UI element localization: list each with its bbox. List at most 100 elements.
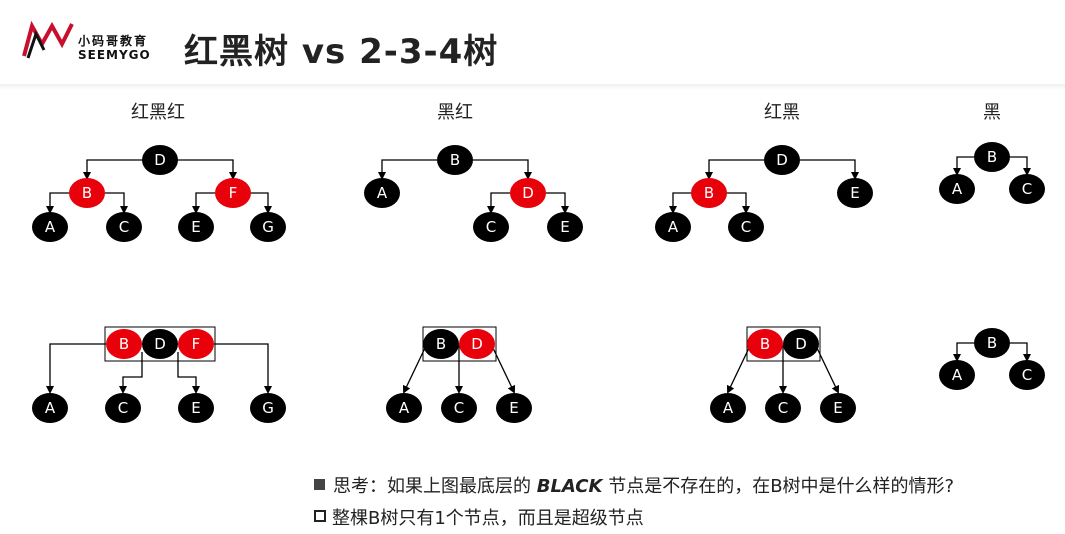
tree1-node-F: F [215, 178, 251, 208]
svg-text:A: A [399, 399, 410, 417]
logo-en-text: SEEMYGO [78, 48, 151, 62]
btree1-child-C: C [105, 393, 141, 423]
filled-square-bullet-icon [314, 479, 325, 490]
btree1-child-G: G [250, 393, 286, 423]
tree3-node-A: A [655, 212, 691, 242]
btree3-key-D: D [783, 329, 819, 359]
svg-text:C: C [118, 399, 128, 417]
tree3-node-B: B [691, 178, 727, 208]
super-node-frame-b1 [104, 326, 216, 362]
btree3-child-E: E [820, 393, 856, 423]
answer-note: 整棵B树只有1个节点，而且是超级节点 [314, 504, 644, 530]
btree1-key-B: B [106, 329, 142, 359]
btree2-key-B: B [423, 329, 459, 359]
tree1-node-A: A [32, 212, 68, 242]
logo: 小码哥教育 SEEMYGO [22, 18, 162, 66]
logo-mark-icon [22, 20, 74, 59]
svg-text:A: A [952, 366, 963, 384]
tree1-node-D: D [142, 145, 178, 175]
tree2-node-C: C [473, 212, 509, 242]
btree1-key-F: F [178, 329, 214, 359]
btree4-node-A: A [939, 360, 975, 390]
question-keyword: BLACK [536, 476, 603, 497]
hollow-square-bullet-icon [314, 510, 326, 522]
tree4-node-B: B [974, 142, 1010, 172]
svg-text:A: A [377, 184, 388, 202]
svg-text:D: D [522, 184, 534, 202]
svg-text:C: C [119, 218, 129, 236]
svg-text:C: C [741, 218, 751, 236]
svg-text:B: B [704, 184, 714, 202]
btree3-child-C: C [765, 393, 801, 423]
btree1-key-D: D [142, 329, 178, 359]
column-label-black: 黑 [983, 102, 1001, 123]
question-note: 思考：如果上图最底层的 BLACK 节点是不存在的，在B树中是什么样的情形? [314, 472, 954, 498]
svg-text:B: B [450, 151, 460, 169]
svg-text:D: D [795, 335, 807, 353]
svg-text:D: D [154, 335, 166, 353]
svg-text:E: E [191, 218, 200, 236]
tree1-node-B: B [69, 178, 105, 208]
tree4-node-A: A [939, 174, 975, 204]
question-suffix: 节点是不存在的，在B树中是什么样的情形? [602, 476, 955, 497]
svg-text:A: A [952, 180, 963, 198]
svg-text:A: A [45, 218, 56, 236]
tree4-node-C: C [1009, 174, 1045, 204]
svg-text:E: E [850, 184, 859, 202]
column-label-red-black: 红黑 [764, 102, 800, 123]
svg-text:C: C [778, 399, 788, 417]
svg-text:A: A [723, 399, 734, 417]
svg-text:D: D [776, 151, 788, 169]
svg-text:B: B [760, 335, 770, 353]
column-label-black-red: 黑红 [437, 102, 473, 123]
btree1-child-E: E [178, 393, 214, 423]
svg-text:A: A [668, 218, 679, 236]
tree3-node-C: C [728, 212, 764, 242]
answer-text: 整棵B树只有1个节点，而且是超级节点 [332, 508, 644, 529]
page-title: 红黑树 vs 2-3-4树 [184, 32, 499, 72]
svg-text:B: B [987, 148, 997, 166]
btree2-child-E: E [496, 393, 532, 423]
svg-text:A: A [45, 399, 56, 417]
tree1-node-C: C [106, 212, 142, 242]
svg-text:C: C [454, 399, 464, 417]
btree3-child-A: A [710, 393, 746, 423]
svg-text:B: B [82, 184, 92, 202]
svg-text:E: E [833, 399, 842, 417]
btree4-node-B: B [974, 328, 1010, 358]
header-bar: 小码哥教育 SEEMYGO 红黑树 vs 2-3-4树 [0, 0, 1065, 85]
svg-text:F: F [192, 335, 201, 353]
svg-text:B: B [987, 334, 997, 352]
svg-text:B: B [119, 335, 129, 353]
btree2-key-D: D [459, 329, 495, 359]
svg-text:B: B [436, 335, 446, 353]
svg-text:C: C [1022, 366, 1032, 384]
tree1-node-G: G [250, 212, 286, 242]
logo-cn-text: 小码哥教育 [78, 34, 149, 48]
tree1-node-E: E [178, 212, 214, 242]
svg-text:E: E [509, 399, 518, 417]
tree3-node-E: E [837, 178, 873, 208]
svg-text:E: E [191, 399, 200, 417]
btree4-node-C: C [1009, 360, 1045, 390]
svg-text:D: D [471, 335, 483, 353]
svg-text:D: D [154, 151, 166, 169]
svg-text:G: G [262, 218, 274, 236]
tree2-node-E: E [547, 212, 583, 242]
btree2-child-C: C [441, 393, 477, 423]
tree2-node-A: A [364, 178, 400, 208]
btree2-child-A: A [386, 393, 422, 423]
tree2-node-B: B [437, 145, 473, 175]
svg-text:F: F [229, 184, 238, 202]
svg-text:G: G [262, 399, 274, 417]
btree3-key-B: B [747, 329, 783, 359]
column-label-red-black-red: 红黑红 [131, 102, 185, 123]
header-shadow [0, 84, 1065, 90]
tree3-node-D: D [764, 145, 800, 175]
tree2-node-D: D [510, 178, 546, 208]
svg-text:E: E [560, 218, 569, 236]
question-prefix: 思考：如果上图最底层的 [333, 476, 537, 497]
btree1-child-A: A [32, 393, 68, 423]
svg-text:C: C [1022, 180, 1032, 198]
